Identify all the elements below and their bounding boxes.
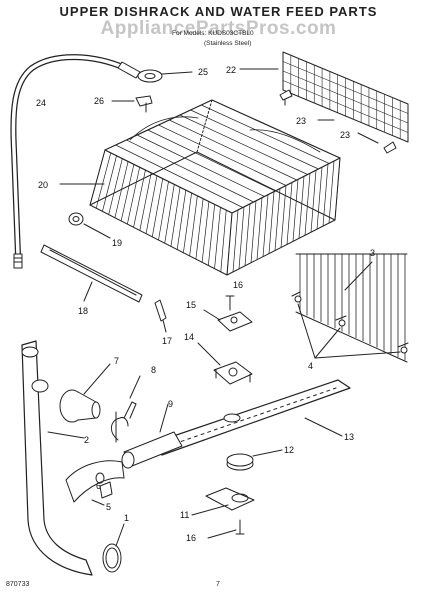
part-17-pin bbox=[154, 299, 167, 333]
callout-11: 11 bbox=[180, 510, 189, 520]
part-16-screw-lower bbox=[207, 519, 245, 539]
part-9-water-supply-tube bbox=[121, 403, 183, 469]
callout-3: 3 bbox=[370, 248, 375, 258]
callout-25: 25 bbox=[198, 67, 208, 77]
part-5-duct-cover bbox=[65, 460, 125, 506]
callout-8: 8 bbox=[151, 365, 156, 375]
callout-14: 14 bbox=[184, 332, 194, 342]
callout-22: 22 bbox=[226, 65, 236, 75]
part-14-manifold bbox=[197, 342, 253, 385]
part-19-rack-wheel bbox=[68, 212, 111, 239]
callout-7: 7 bbox=[114, 356, 119, 366]
callout-1: 1 bbox=[124, 513, 129, 523]
models-line: For Models: KUDS03CTBL0 bbox=[172, 30, 254, 37]
part-12-spray-arm-nut bbox=[226, 449, 283, 471]
document-number: 870733 bbox=[6, 581, 30, 588]
callout-15: 15 bbox=[186, 300, 196, 310]
part-26-clip bbox=[111, 95, 153, 113]
callout-20: 20 bbox=[38, 180, 48, 190]
callout-24: 24 bbox=[36, 98, 46, 108]
part-22-rack-rail bbox=[239, 51, 409, 143]
callout-6: 6 bbox=[96, 481, 101, 491]
part-3-adjuster-track bbox=[295, 253, 408, 363]
watermark: AppliancePartsPros.com bbox=[100, 18, 337, 39]
part-8-mounting-bracket bbox=[111, 375, 141, 443]
callout-19: 19 bbox=[112, 238, 122, 248]
variant-line: (Stainless Steel) bbox=[204, 40, 252, 47]
page-number: 7 bbox=[216, 581, 220, 588]
callout-labels: 25 26 24 22 23 23 20 19 3 18 17 16 15 14… bbox=[36, 65, 375, 543]
part-2-water-feed-duct bbox=[21, 340, 93, 576]
callout-17: 17 bbox=[162, 336, 172, 346]
part-15-conduit-bracket bbox=[203, 309, 253, 332]
callout-9: 9 bbox=[168, 399, 173, 409]
part-4-clips bbox=[291, 291, 409, 359]
callout-23-b: 23 bbox=[340, 130, 350, 140]
callout-16-top: 16 bbox=[233, 280, 243, 290]
part-23-rail-end-cap-b bbox=[357, 132, 397, 154]
part-23-rail-end-cap-a bbox=[279, 89, 335, 121]
part-7-inlet-cup bbox=[59, 363, 111, 423]
callout-5: 5 bbox=[106, 502, 111, 512]
part-20-upper-dishrack bbox=[59, 99, 341, 276]
callout-23-a: 23 bbox=[296, 116, 306, 126]
callout-26: 26 bbox=[94, 96, 104, 106]
callout-13: 13 bbox=[344, 432, 354, 442]
part-24-feed-hose bbox=[10, 54, 128, 269]
callout-18: 18 bbox=[78, 306, 88, 316]
part-16-screw-upper bbox=[225, 295, 235, 311]
callout-2: 2 bbox=[84, 435, 89, 445]
part-25-feed-fitting bbox=[117, 61, 193, 83]
callout-16-bottom: 16 bbox=[186, 533, 196, 543]
callout-4: 4 bbox=[308, 361, 313, 371]
part-18-rail-cover bbox=[40, 244, 143, 303]
diagram-title: UPPER DISHRACK AND WATER FEED PARTS bbox=[59, 4, 378, 19]
part-11-spray-arm-mount bbox=[191, 487, 255, 516]
part-6-connector bbox=[99, 481, 113, 499]
callout-12: 12 bbox=[284, 445, 294, 455]
part-1-o-ring bbox=[102, 523, 125, 573]
